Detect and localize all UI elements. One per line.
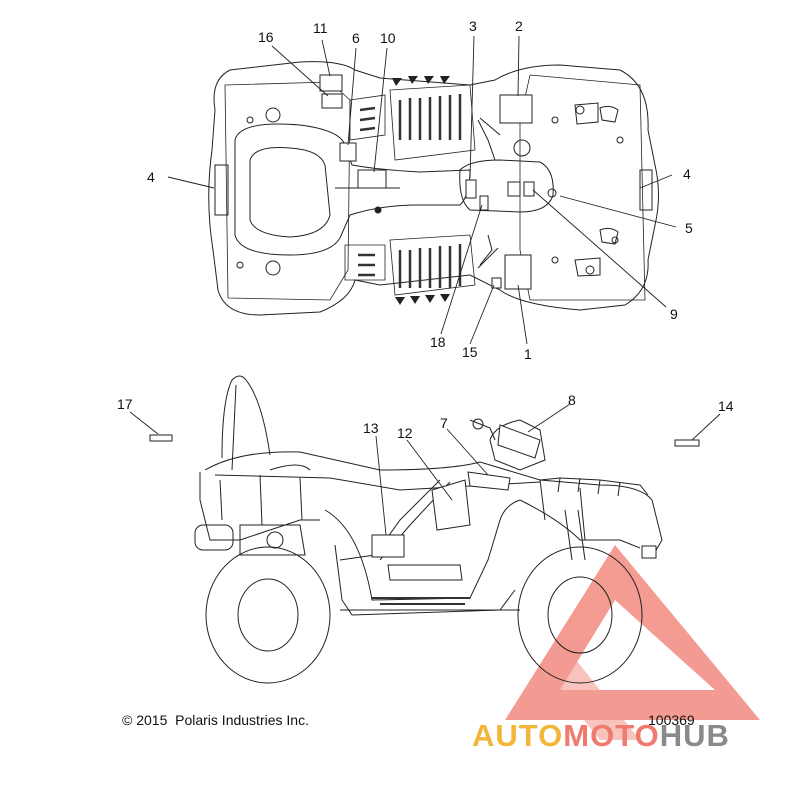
callout-4-right: 4 — [683, 166, 691, 182]
callout-12: 12 — [397, 425, 413, 441]
watermark-hub: HUB — [659, 718, 730, 753]
callout-9: 9 — [670, 306, 678, 322]
leader-lines — [129, 35, 721, 536]
watermark-triangle-icon — [505, 545, 760, 740]
callout-7: 7 — [440, 415, 448, 431]
side-view-atv-icon — [149, 375, 700, 684]
watermark-logo: AUTOMOTOHUB — [472, 718, 730, 754]
callout-6: 6 — [352, 30, 360, 46]
callout-11: 11 — [313, 20, 328, 36]
callout-17: 17 — [117, 396, 133, 412]
callout-4-left: 4 — [147, 169, 155, 185]
part-number: 100369 — [648, 712, 695, 728]
callout-14: 14 — [718, 398, 734, 414]
copyright-text: © 2015 Polaris Industries Inc. — [122, 712, 309, 728]
watermark-auto: AUTO — [472, 718, 564, 753]
callout-labels: 1 2 3 4 4 5 6 7 8 9 10 11 12 13 14 15 16… — [117, 18, 734, 441]
callout-5: 5 — [685, 220, 693, 236]
callout-3: 3 — [469, 18, 477, 34]
callout-15: 15 — [462, 344, 478, 360]
callout-2: 2 — [515, 18, 523, 34]
callout-10: 10 — [380, 30, 396, 46]
callout-13: 13 — [363, 420, 379, 436]
watermark-moto: MOTO — [563, 718, 660, 753]
callout-18: 18 — [430, 334, 446, 350]
callout-16: 16 — [258, 29, 274, 45]
callout-8: 8 — [568, 392, 576, 408]
top-view-atv-icon — [208, 61, 659, 316]
callout-1: 1 — [524, 346, 532, 362]
